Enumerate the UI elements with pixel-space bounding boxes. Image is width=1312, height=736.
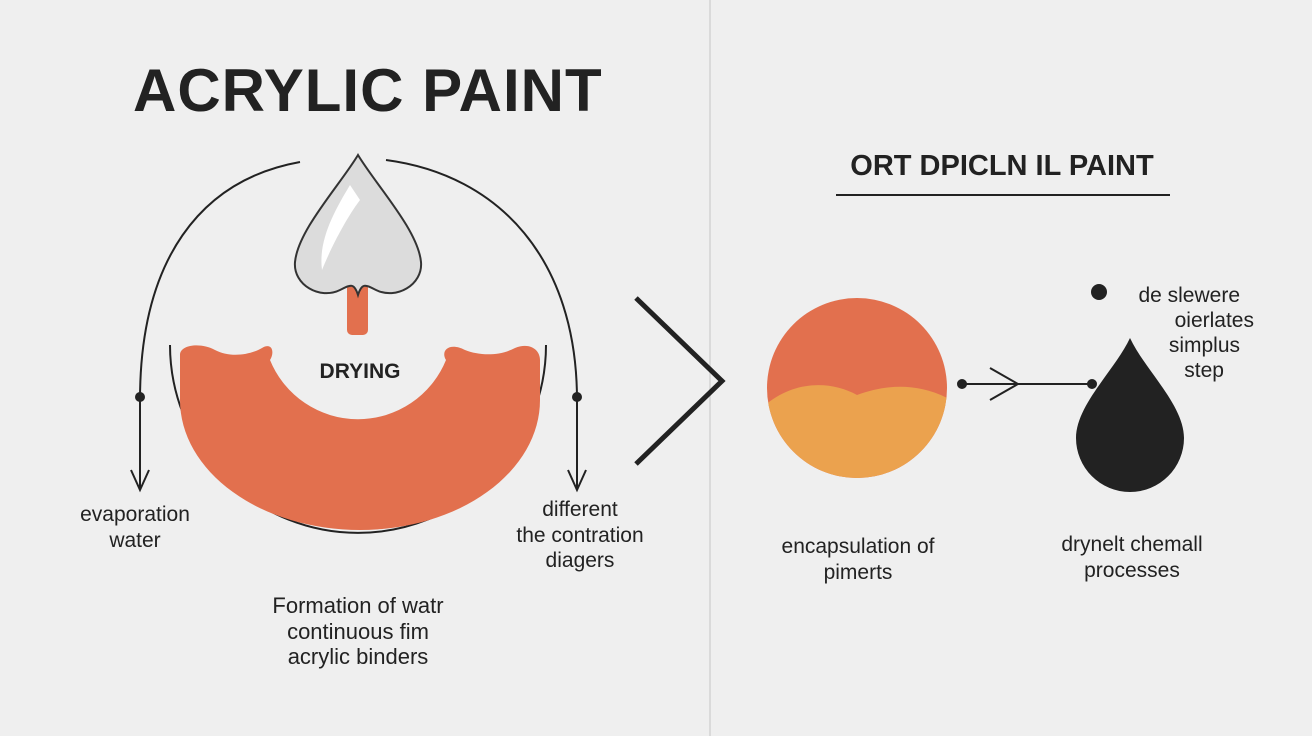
page-title: ACRYLIC PAINT (133, 57, 603, 124)
right-cycle-arc (385, 159, 578, 488)
right-panel-title: ORT DPICLN IL PAINT (850, 150, 1154, 182)
drop-stem (347, 283, 368, 335)
right-arrowhead-icon (567, 469, 587, 493)
evaporation-label: evaporation water (80, 502, 190, 553)
label-line: diagers (545, 549, 615, 572)
orange-binder-shape (180, 345, 540, 530)
chevron-right-icon (634, 296, 726, 466)
connector-dot-end (1087, 379, 1097, 389)
left-arrowhead-icon (130, 469, 150, 493)
oil-drop-icon (1076, 338, 1184, 492)
left-cycle-arc (139, 161, 301, 488)
chemical-process-label: drynelt chemall processes (1061, 532, 1202, 583)
label-line: processes (1084, 558, 1180, 582)
label-line: pimerts (823, 560, 893, 584)
contraction-label: different the contration diagers (516, 497, 643, 574)
bullet-line: simplus (1168, 334, 1240, 357)
label-line: encapsulation of (781, 535, 935, 558)
formation-label: Formation of watr continuous fim acrylic… (272, 593, 443, 670)
left-arrow-dot (135, 392, 145, 402)
label-line: Formation of watr (272, 593, 444, 618)
bullet-text: de slewere oierlates simplus step (1138, 283, 1254, 383)
label-line: continuous fim (287, 618, 429, 644)
bullet-dot (1091, 284, 1107, 300)
right-arrow-dot (572, 392, 582, 402)
bullet-line: de slewere (1138, 284, 1240, 307)
drying-label: DRYING (319, 360, 401, 383)
label-line: the contration (516, 523, 644, 547)
connector-arrow-icon (989, 367, 1021, 401)
label-line: acrylic binders (287, 644, 429, 669)
label-line: evaporation (80, 503, 190, 526)
drop-highlight (321, 185, 360, 270)
pigment-circle (767, 298, 947, 478)
label-line: water (109, 528, 161, 552)
label-line: different (542, 498, 618, 521)
bullet-line: oierlates (1174, 309, 1254, 332)
paint-drop-icon (293, 153, 423, 299)
bullet-line: step (1184, 359, 1224, 382)
label-line: drynelt chemall (1061, 533, 1203, 556)
encapsulation-label: encapsulation of pimerts (782, 534, 935, 585)
